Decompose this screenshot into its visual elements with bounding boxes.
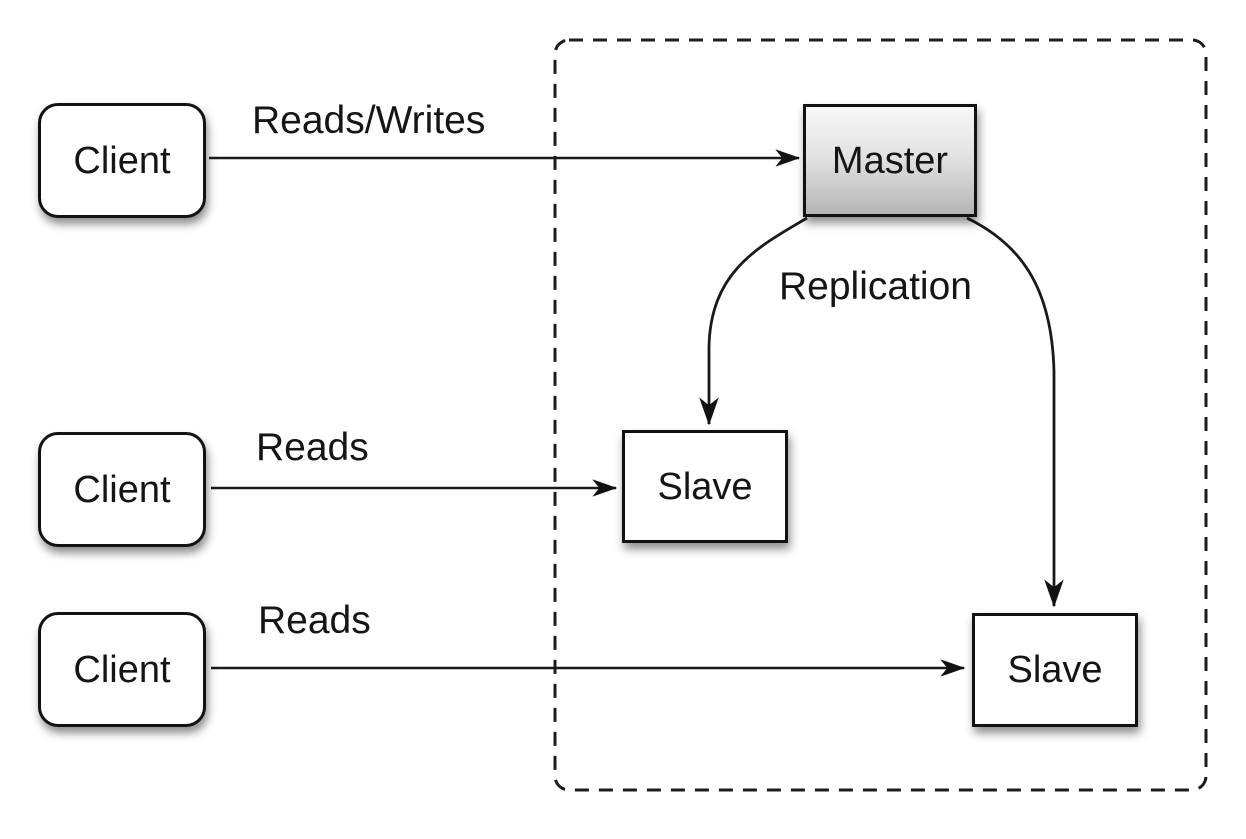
edge-label-reads-writes: Reads/Writes <box>252 99 486 142</box>
node-master-label: Master <box>831 139 949 182</box>
node-slave-2: Slave <box>972 613 1138 727</box>
node-client-2: Client <box>38 432 206 547</box>
node-slave-1-label: Slave <box>657 465 753 508</box>
edge-label-reads-client3: Reads <box>258 599 371 642</box>
node-client-1: Client <box>38 103 206 218</box>
node-client-2-label: Client <box>73 468 171 511</box>
node-slave-1: Slave <box>622 430 788 543</box>
arrow-master-slave2 <box>966 216 1064 608</box>
node-client-1-label: Client <box>73 139 171 182</box>
edge-label-reads-client2: Reads <box>256 426 369 469</box>
node-master: Master <box>803 104 977 217</box>
arrow-master-slave1 <box>699 216 808 426</box>
node-client-3-label: Client <box>73 648 171 691</box>
node-client-3: Client <box>38 612 206 727</box>
node-slave-2-label: Slave <box>1007 649 1103 691</box>
edge-label-replication: Replication <box>779 265 972 308</box>
